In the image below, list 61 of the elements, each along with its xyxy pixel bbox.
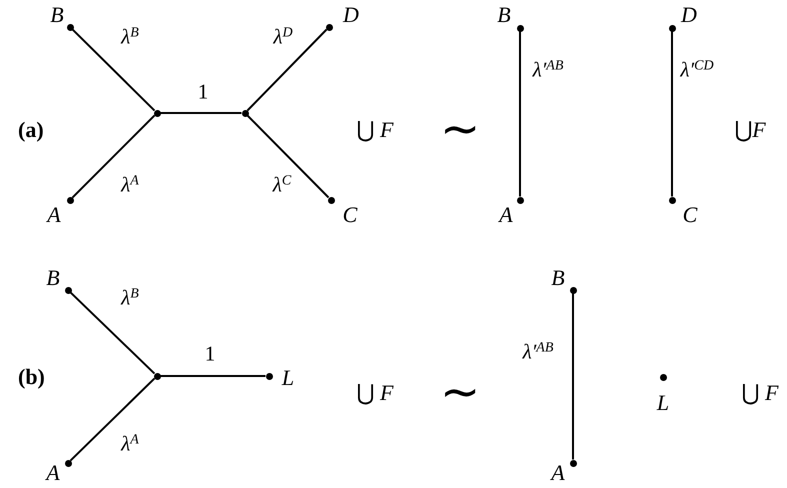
edge-label: λ′$^{AB}$ xyxy=(532,60,564,80)
edge-label: 1 xyxy=(198,82,208,102)
graph-edge xyxy=(72,28,156,112)
vertex-dot xyxy=(570,286,576,294)
vertex-dot xyxy=(326,24,332,30)
edge-label: λ$^{B}$ xyxy=(121,26,139,48)
vertex-dot xyxy=(242,110,248,116)
graph-edge xyxy=(160,375,266,377)
vertex-dot xyxy=(154,372,160,380)
vertex-dot xyxy=(516,24,524,32)
vertex-dot xyxy=(660,374,666,380)
vertex-label: A xyxy=(46,462,60,484)
vertex-dot xyxy=(66,24,74,30)
graph-edge xyxy=(246,114,330,198)
vertex-label: B xyxy=(46,267,60,289)
edge-label: λ′$^{AB}$ xyxy=(522,342,554,362)
graph-edge xyxy=(72,114,156,198)
edge-label: λ$^{A}$ xyxy=(121,434,139,454)
graph-edge xyxy=(70,378,156,462)
vertex-dot xyxy=(64,286,72,294)
panel-label: (a) xyxy=(18,119,44,141)
vertex-label: C xyxy=(682,204,698,226)
union-term: ⋃ F xyxy=(356,382,394,404)
vertex-label: D xyxy=(343,4,359,26)
graph-edge xyxy=(246,28,328,112)
edge-label: λ$^{B}$ xyxy=(121,288,139,308)
equivalence-symbol: ∼ xyxy=(440,106,480,154)
equivalence-symbol: ∼ xyxy=(440,369,480,417)
edge-label: λ$^{C}$ xyxy=(272,174,292,196)
vertex-label: B xyxy=(551,267,565,289)
vertex-label: B xyxy=(497,4,511,26)
vertex-dot xyxy=(668,196,676,204)
union-term: ⋃ F xyxy=(356,119,394,141)
graph-edge xyxy=(70,292,156,374)
vertex-dot xyxy=(66,196,74,204)
union-term: ⋃F xyxy=(734,119,766,141)
panel-label: (b) xyxy=(18,366,45,388)
vertex-label: L xyxy=(656,392,670,414)
vertex-label: C xyxy=(342,204,358,226)
edge-label: λ$^{A}$ xyxy=(121,174,139,196)
vertex-label: D xyxy=(681,4,697,26)
vertex-dot xyxy=(154,110,160,116)
vertex-label: A xyxy=(47,204,61,226)
graph-edge xyxy=(572,294,574,460)
vertex-label: B xyxy=(50,4,64,26)
vertex-label: A xyxy=(499,204,513,226)
vertex-label: A xyxy=(551,462,565,484)
vertex-label: L xyxy=(282,367,294,389)
graph-edge xyxy=(671,32,673,196)
vertex-dot xyxy=(570,460,576,466)
vertex-dot xyxy=(266,372,272,380)
edge-label: λ′$^{CD}$ xyxy=(680,60,714,80)
union-term: ⋃ F xyxy=(742,382,778,404)
edge-label: 1 xyxy=(204,344,216,364)
graph-edge xyxy=(519,32,521,196)
vertex-dot xyxy=(668,24,676,32)
graph-edge xyxy=(160,112,242,114)
vertex-dot xyxy=(64,460,72,466)
edge-label: λ$^{D}$ xyxy=(273,26,293,48)
vertex-dot xyxy=(328,196,334,204)
vertex-dot xyxy=(516,196,524,204)
